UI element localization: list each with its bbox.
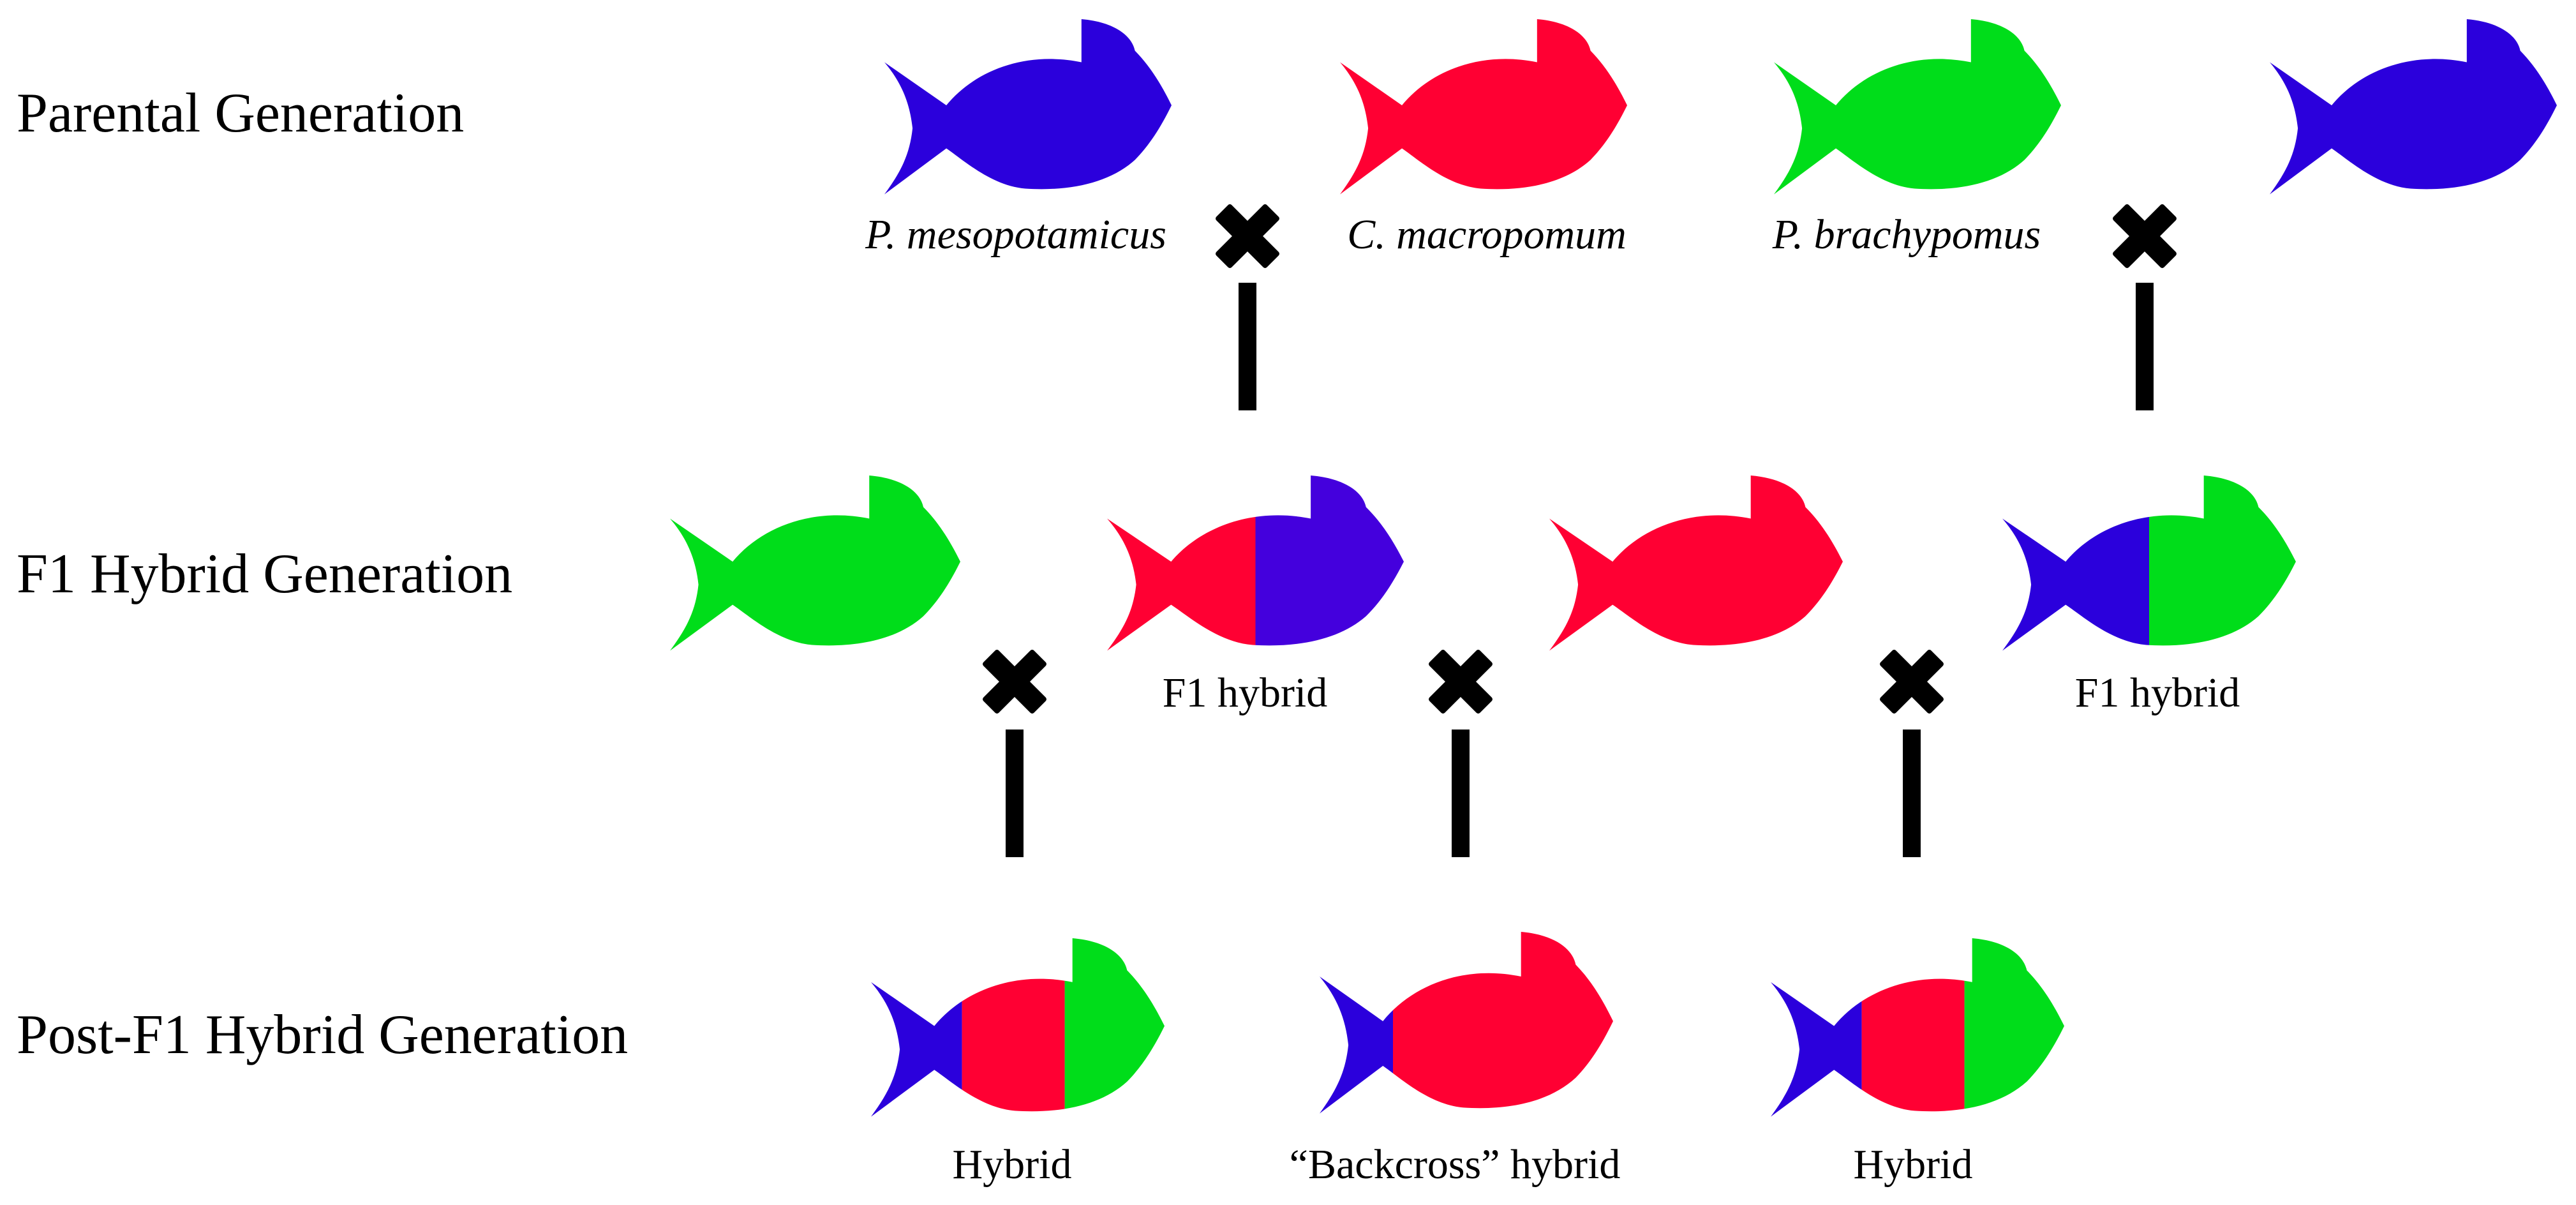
fish-icon (1107, 475, 1404, 651)
connector-bar (1452, 730, 1470, 857)
parental-generation-label: Parental Generation (17, 82, 465, 144)
fish-color-segment (962, 938, 1065, 1117)
fish-icon (2002, 475, 2297, 651)
cross-stroke (1429, 650, 1493, 714)
fish-color-segment (1107, 475, 1256, 651)
hybrid-caption-left: Hybrid (952, 1141, 1072, 1188)
fish-color-segment (1064, 938, 1165, 1117)
f1-hybrid-caption-left: F1 hybrid (1162, 670, 1328, 716)
fish-blue-parental-right (2270, 19, 2557, 195)
species-label-p-mesopotamicus: P. mesopotamicus (865, 211, 1166, 258)
fish-color-segment (2149, 475, 2297, 651)
fish-post-f1-hybrid-right (1771, 938, 2065, 1117)
fish-icon (871, 938, 1165, 1117)
hybrid-caption-right: Hybrid (1853, 1141, 1973, 1188)
species-label-p-brachypomus: P. brachypomus (1772, 211, 2041, 258)
fish-color-segment (2002, 475, 2149, 651)
fish-blue-p-mesopotamicus (884, 19, 1172, 195)
fish-color-segment (1964, 938, 2065, 1117)
backcross-hybrid-caption: “Backcross” hybrid (1289, 1141, 1621, 1188)
fish-icon (1340, 19, 1627, 195)
fish-color-segment (1393, 931, 1614, 1114)
fish-f1-hybrid-blue-green (2002, 475, 2297, 651)
cross-symbol-icon (1216, 204, 1279, 268)
fish-group (670, 19, 2557, 1117)
fish-icon (1320, 931, 1614, 1114)
species-label-c-macropomum: C. macropomum (1347, 211, 1627, 258)
fish-color-segment (1861, 938, 1965, 1117)
connector-bar (1239, 283, 1256, 410)
cross-symbol-icon (1429, 650, 1493, 714)
fish-backcross-hybrid (1320, 931, 1614, 1114)
fish-red-f1-row (1549, 475, 1843, 651)
fish-f1-hybrid-red-purple (1107, 475, 1404, 651)
f1-hybrid-caption-right: F1 hybrid (2074, 670, 2240, 716)
fish-post-f1-hybrid-left (871, 938, 1165, 1117)
f1-hybrid-generation-label: F1 Hybrid Generation (17, 543, 513, 605)
fish-icon (1771, 938, 2065, 1117)
fish-red-c-macropomum (1340, 19, 1627, 195)
fish-green-p-brachypomus (1774, 19, 2061, 195)
cross-symbol-icon (983, 650, 1046, 714)
cross-stroke (2113, 204, 2177, 268)
fish-icon (1774, 19, 2061, 195)
connector-bar (1006, 730, 1024, 857)
fish-color-segment (1320, 931, 1393, 1114)
cross-stroke (983, 650, 1046, 714)
fish-green-f1-row (670, 475, 960, 651)
fish-icon (884, 19, 1172, 195)
cross-stroke (1880, 650, 1944, 714)
fish-icon (670, 475, 960, 651)
post-f1-hybrid-generation-label: Post-F1 Hybrid Generation (17, 1004, 629, 1066)
cross-symbols (983, 204, 2177, 714)
fish-color-segment (871, 938, 962, 1117)
fish-color-segment (1255, 475, 1404, 651)
connector-bar (2136, 283, 2154, 410)
fish-icon (2270, 19, 2557, 195)
cross-connectors (1006, 283, 2154, 857)
fish-color-segment (1771, 938, 1862, 1117)
cross-stroke (1216, 204, 1279, 268)
connector-bar (1903, 730, 1921, 857)
cross-symbol-icon (1880, 650, 1944, 714)
fish-icon (1549, 475, 1843, 651)
cross-symbol-icon (2113, 204, 2177, 268)
